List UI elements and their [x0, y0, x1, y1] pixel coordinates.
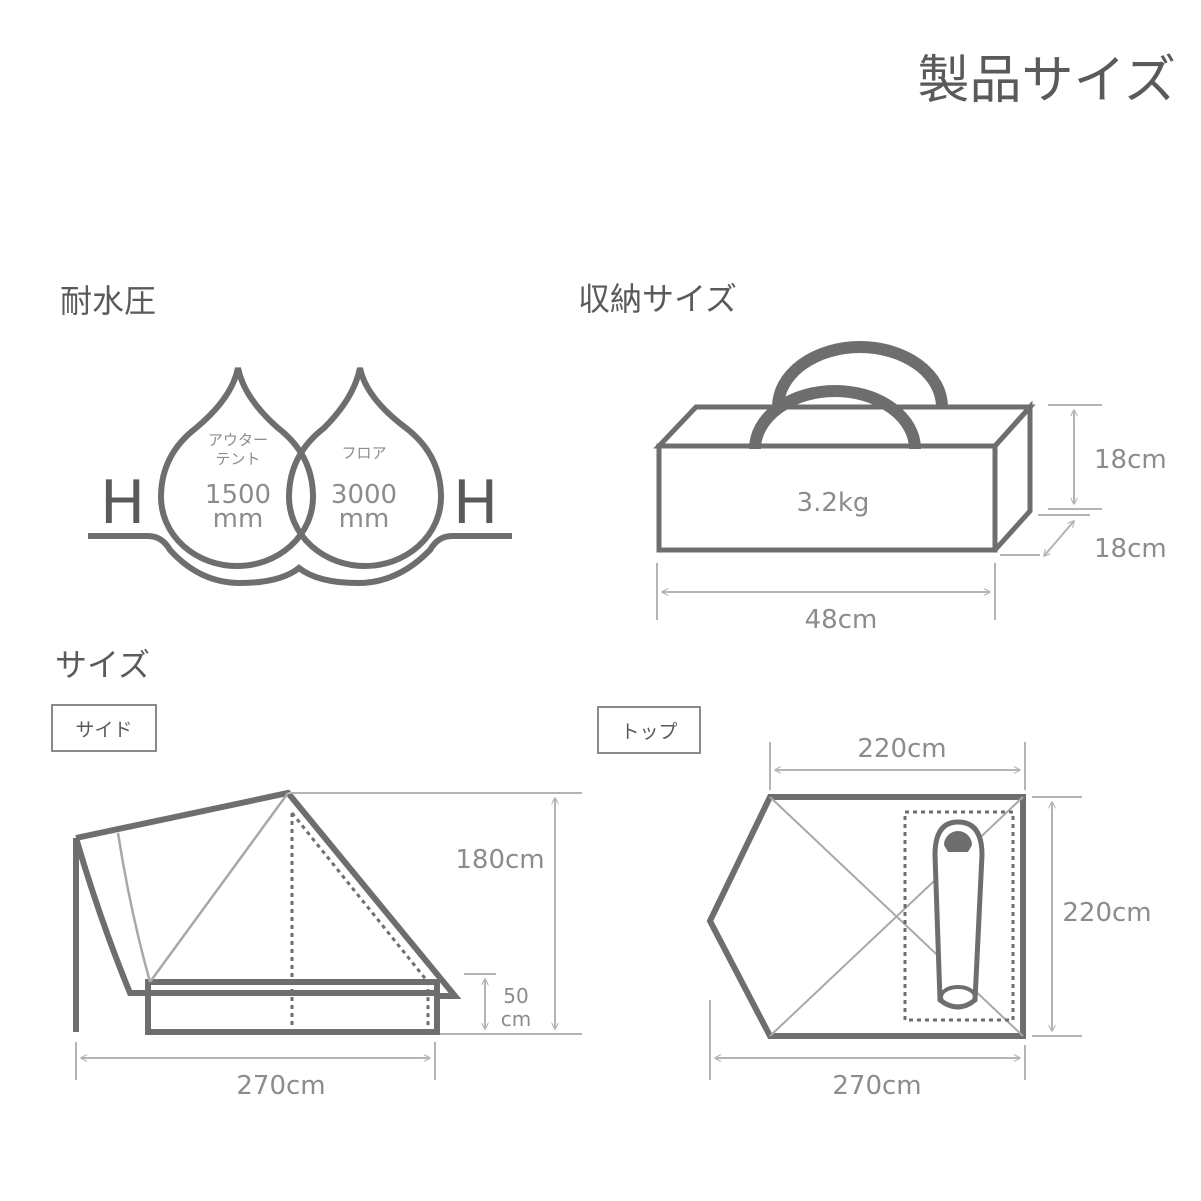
bag-front: [656, 443, 998, 553]
inner-tent-dotted: [290, 812, 430, 1030]
inner-tent-slope: [148, 792, 290, 983]
bag-top: [653, 404, 1036, 449]
bag-height-label: 18cm: [1094, 445, 1167, 475]
inner-tent-dotted-top: [903, 810, 1015, 1022]
outer-tent-value: 1500: [205, 480, 271, 510]
water-pressure-heading: 耐水圧: [60, 282, 156, 320]
height-marker-left: H: [100, 468, 145, 538]
side-length-label: 270cm: [236, 1071, 325, 1101]
floor-unit: mm: [339, 504, 390, 534]
floor-value: 3000: [331, 480, 397, 510]
top-view-diagram: 220cm 220cm 270cm: [706, 734, 1152, 1101]
outer-tent-unit: mm: [213, 504, 264, 534]
awning-front: [73, 837, 437, 996]
bag-weight: 3.2kg: [797, 488, 870, 518]
bag-handle-back: [772, 341, 948, 408]
sleeping-bag-hood: [944, 831, 972, 852]
awning-inner-line: [116, 832, 152, 983]
size-heading: サイズ: [55, 646, 150, 684]
top-depth-label: 220cm: [1062, 898, 1151, 928]
page-title: 製品サイズ: [918, 51, 1176, 111]
bag-depth-label: 18cm: [1094, 534, 1167, 564]
top-length-label: 270cm: [832, 1071, 921, 1101]
bag-handle-front: [749, 385, 921, 450]
height-marker-right: H: [453, 468, 498, 538]
bag-width-label: 48cm: [805, 605, 878, 635]
ground-line: [88, 533, 512, 587]
side-wall-unit: cm: [501, 1007, 531, 1031]
sleeping-bag-foot: [939, 985, 977, 1009]
floor-label: フロア: [341, 444, 386, 462]
floor-drop: [285, 367, 445, 569]
outer-tent-label-line1: アウター: [208, 431, 268, 449]
side-view-tab-frame: [51, 704, 157, 752]
tent-outer-shell: [75, 789, 462, 1035]
top-view-tab: トップ: [620, 721, 677, 743]
side-height-label: 180cm: [455, 845, 544, 875]
bag-side: [993, 400, 1033, 552]
side-wall-value: 50: [503, 984, 528, 1008]
storage-size-heading: 収納サイズ: [578, 280, 737, 318]
side-view-diagram: 180cm 50 cm 270cm: [73, 789, 582, 1101]
top-width-label: 220cm: [857, 734, 946, 764]
outer-tent-drop: [157, 367, 317, 569]
outer-tent-label-line2: テント: [215, 450, 260, 468]
top-view-tab-frame: [597, 706, 701, 754]
storage-bag-diagram: 3.2kg 18cm 18cm 48cm: [653, 341, 1167, 635]
side-view-tab: サイド: [75, 719, 132, 741]
tent-footprint: [706, 794, 1026, 1039]
water-drops-diagram: アウター テント 1500 mm フロア 3000 mm H H: [88, 367, 512, 587]
